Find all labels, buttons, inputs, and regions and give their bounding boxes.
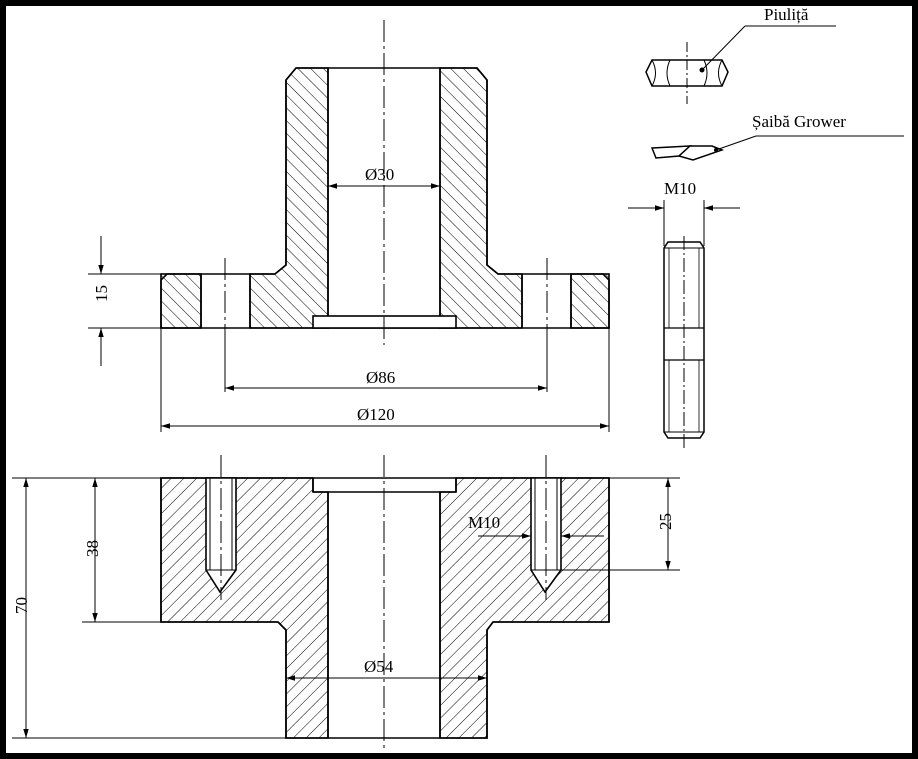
dim-total-height: 70 (12, 597, 31, 614)
top-right-flange-end (570, 273, 610, 329)
washer-leader (715, 135, 904, 151)
dim-tap-depth: 25 (656, 513, 675, 530)
dim-bore-top: Ø30 (365, 165, 394, 184)
top-left-flange-end (160, 273, 202, 329)
dim-flange-thickness: 15 (92, 285, 111, 302)
dim-flange-diameter: Ø120 (357, 405, 395, 424)
top-part-section (160, 67, 610, 329)
washer-leader-dot (714, 148, 718, 152)
bolt-thread-dimension (628, 200, 740, 246)
dim-tap-thread: M10 (468, 513, 500, 532)
bottom-part-outline (160, 477, 610, 739)
lock-washer-drawing (650, 145, 725, 161)
washer-label: Șaibă Grower (752, 112, 846, 131)
dim-bore-bottom: Ø54 (364, 657, 394, 676)
dim-flange-height: 38 (83, 540, 102, 557)
bottom-centerlines (220, 455, 547, 752)
top-centerlines (224, 20, 548, 345)
dim-bolt-circle: Ø86 (366, 368, 395, 387)
stud-bolt-drawing (663, 236, 705, 448)
bottom-dimensions (12, 477, 680, 739)
nut-leader-dot (699, 67, 705, 73)
nut-label: Piuliță (764, 5, 809, 24)
nut-drawing (645, 42, 729, 104)
top-dimensions (88, 183, 610, 432)
bolt-thread-label: M10 (664, 179, 696, 198)
nut-leader (701, 25, 836, 71)
